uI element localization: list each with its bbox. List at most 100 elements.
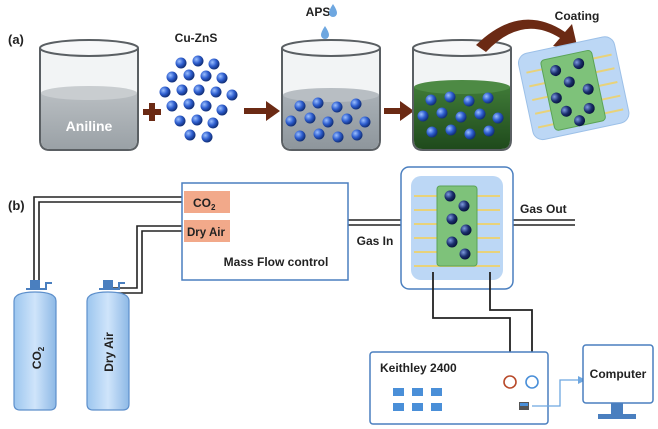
- particle-icon: [294, 100, 306, 112]
- mixture-beaker: [281, 39, 381, 151]
- particle-icon: [446, 236, 458, 248]
- particle-icon: [200, 100, 212, 112]
- particle-icon: [560, 105, 572, 117]
- particle-icon: [463, 95, 475, 107]
- cuzns-particles: [159, 55, 238, 143]
- particle-icon: [200, 70, 212, 82]
- polymer-beaker: [412, 39, 512, 151]
- aniline-beaker: Aniline: [39, 39, 139, 151]
- particle-icon: [322, 116, 334, 128]
- particle-icon: [331, 101, 343, 113]
- particle-icon: [359, 116, 371, 128]
- arrow-right-icon: [244, 101, 280, 121]
- plus-icon: [143, 103, 161, 121]
- particle-icon: [455, 111, 467, 123]
- gas-in-label: Gas In: [357, 234, 394, 248]
- particle-icon: [444, 190, 456, 202]
- particle-icon: [417, 110, 429, 122]
- mfc-label: Mass Flow control: [224, 255, 329, 269]
- data-cable: [532, 379, 578, 407]
- particle-icon: [216, 72, 228, 84]
- test-chamber: [400, 166, 514, 290]
- particle-icon: [426, 126, 438, 138]
- panel-a-label: (a): [8, 32, 24, 47]
- particle-icon: [191, 114, 203, 126]
- mass-flow-controller: CO2 Dry Air Mass Flow control: [181, 182, 349, 281]
- aps-label: APS: [306, 5, 331, 19]
- particle-icon: [294, 130, 306, 142]
- arrow-right-icon: [384, 101, 414, 121]
- mfc-co2-label: CO2: [193, 196, 216, 212]
- aniline-label: Aniline: [66, 118, 113, 134]
- particle-icon: [159, 86, 171, 98]
- gas-lines: [33, 196, 575, 294]
- particle-icon: [176, 84, 188, 96]
- co2-cylinder: CO2: [13, 280, 57, 411]
- particle-icon: [446, 213, 458, 225]
- droplet-icon: [329, 4, 337, 17]
- particle-icon: [460, 224, 472, 236]
- particle-icon: [192, 55, 204, 67]
- coated-sensor: [517, 36, 630, 141]
- particle-icon: [583, 102, 595, 114]
- computer-label: Computer: [590, 367, 647, 381]
- particle-icon: [492, 112, 504, 124]
- particle-icon: [210, 86, 222, 98]
- particle-icon: [166, 100, 178, 112]
- particle-icon: [458, 200, 470, 212]
- particle-icon: [175, 57, 187, 69]
- particle-icon: [474, 108, 486, 120]
- terminal-icon: [503, 375, 517, 389]
- keithley-label: Keithley 2400: [380, 361, 457, 375]
- cuzns-label: Cu-ZnS: [175, 31, 218, 45]
- panel-b-label: (b): [8, 198, 25, 213]
- particle-icon: [459, 248, 471, 260]
- computer-monitor: Computer: [582, 344, 654, 419]
- particle-icon: [201, 131, 213, 143]
- particle-icon: [183, 98, 195, 110]
- particle-icon: [483, 125, 495, 137]
- mfc-dry-air-label: Dry Air: [187, 227, 225, 239]
- particle-icon: [574, 115, 586, 127]
- particle-icon: [174, 115, 186, 127]
- particle-icon: [184, 129, 196, 141]
- arrow-right-icon: [578, 376, 586, 384]
- particle-icon: [425, 94, 437, 106]
- terminal-icon: [525, 375, 539, 389]
- particle-icon: [445, 124, 457, 136]
- particle-icon: [436, 107, 448, 119]
- coating-label: Coating: [555, 9, 600, 23]
- particle-icon: [341, 113, 353, 125]
- keithley-2400: Keithley 2400: [369, 351, 549, 425]
- particle-icon: [208, 58, 220, 70]
- particle-icon: [207, 117, 219, 129]
- particle-icon: [332, 131, 344, 143]
- particle-icon: [563, 76, 575, 88]
- dry-air-inlet-box: [184, 220, 230, 242]
- particle-icon: [482, 92, 494, 104]
- co2-inlet-box: [184, 191, 230, 213]
- particle-icon: [313, 128, 325, 140]
- particle-icon: [183, 69, 195, 81]
- cylinder-dry-air-label: Dry Air: [102, 332, 116, 372]
- particle-icon: [304, 112, 316, 124]
- particle-icon: [166, 71, 178, 83]
- curved-arrow-icon: [476, 19, 578, 52]
- particle-icon: [550, 65, 562, 77]
- keypad-icon: [393, 388, 442, 411]
- particle-icon: [464, 128, 476, 140]
- particle-icon: [444, 91, 456, 103]
- droplet-icon: [321, 26, 329, 39]
- particle-icon: [193, 84, 205, 96]
- particle-icon: [216, 104, 228, 116]
- particle-icon: [350, 98, 362, 110]
- particle-icon: [285, 115, 297, 127]
- particle-icon: [312, 97, 324, 109]
- particle-icon: [582, 83, 594, 95]
- particle-icon: [351, 129, 363, 141]
- dry-air-cylinder: Dry Air: [86, 280, 130, 411]
- electrical-wires: [432, 272, 533, 376]
- gas-out-label: Gas Out: [520, 202, 567, 216]
- cylinder-co2-label: CO2: [30, 346, 46, 369]
